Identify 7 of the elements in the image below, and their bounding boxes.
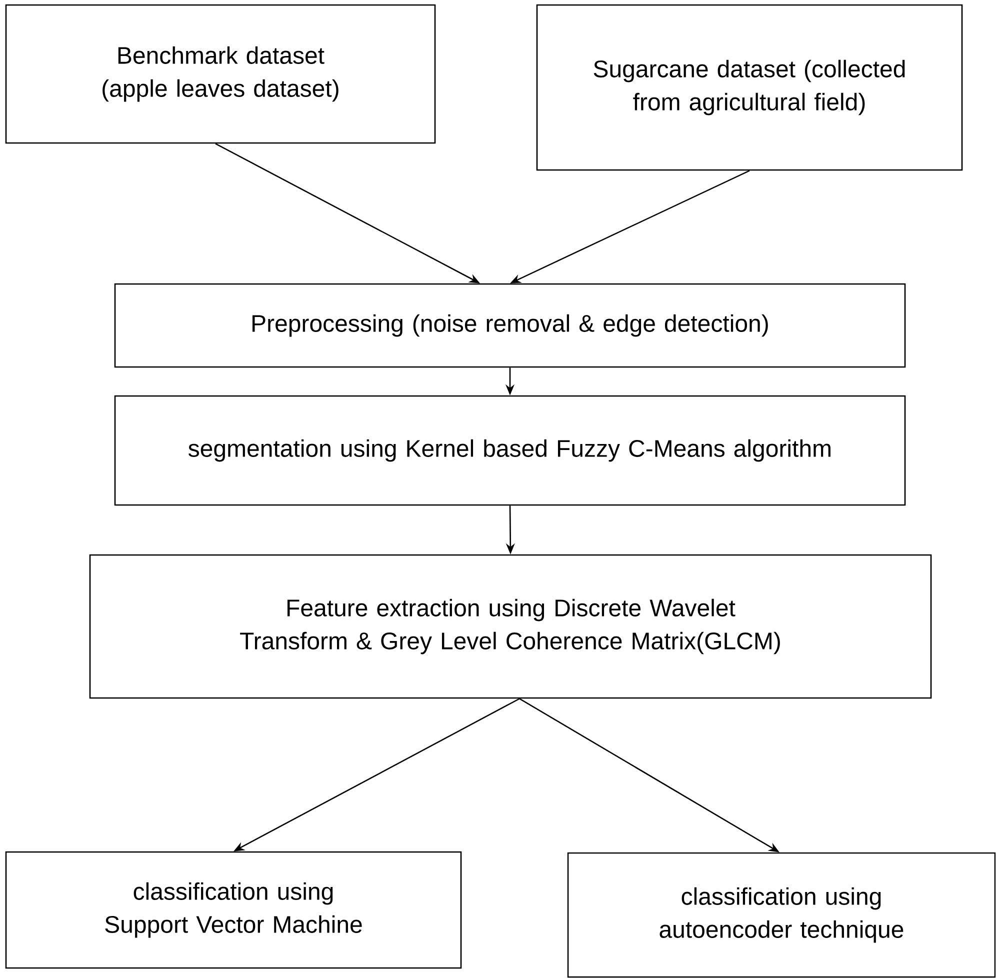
process-box: Sugarcane dataset (collected from agricultural field) <box>536 4 963 171</box>
process-box: Preprocessing (noise removal & edge detection) <box>114 283 906 368</box>
process-box: classification using autoencoder technique <box>567 852 996 978</box>
process-box: Benchmark dataset (apple leaves dataset) <box>5 4 436 144</box>
process-box: classification using Support Vector Machine <box>5 851 462 969</box>
process-box: segmentation using Kernel based Fuzzy C-Means algorithm <box>114 395 906 506</box>
process-box: Feature extraction using Discrete Wavelet Transform & Grey Level Coherence Matrix(GLCM) <box>89 554 932 699</box>
